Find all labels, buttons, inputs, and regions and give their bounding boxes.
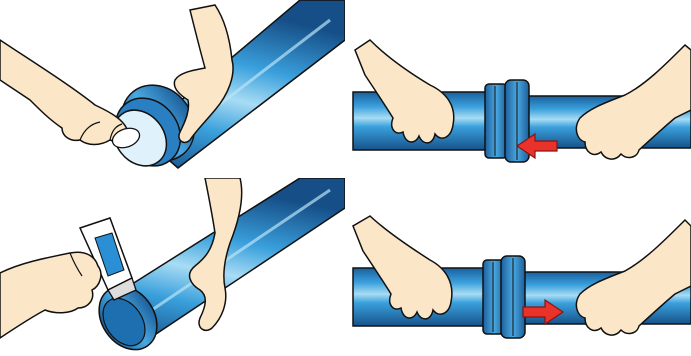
step-clean-pipe-end — [0, 0, 345, 178]
pipe-socket — [112, 84, 196, 167]
arrow-right-icon — [522, 298, 565, 326]
step-apply-lubricant — [0, 178, 345, 356]
lubricant-tube-icon — [78, 217, 137, 301]
step-pull-apart — [345, 178, 691, 356]
step-push-together — [345, 0, 691, 178]
hand-left — [352, 215, 453, 320]
hand-left — [0, 39, 129, 146]
hand-left — [354, 39, 455, 144]
pipe-socket — [482, 255, 526, 339]
hand-right — [575, 218, 691, 336]
arrow-left-icon — [515, 132, 558, 160]
hand-right — [188, 178, 243, 332]
hand-right — [575, 43, 691, 160]
hand-right — [173, 4, 234, 144]
cloth-icon — [111, 127, 141, 149]
hand-left — [0, 251, 102, 339]
